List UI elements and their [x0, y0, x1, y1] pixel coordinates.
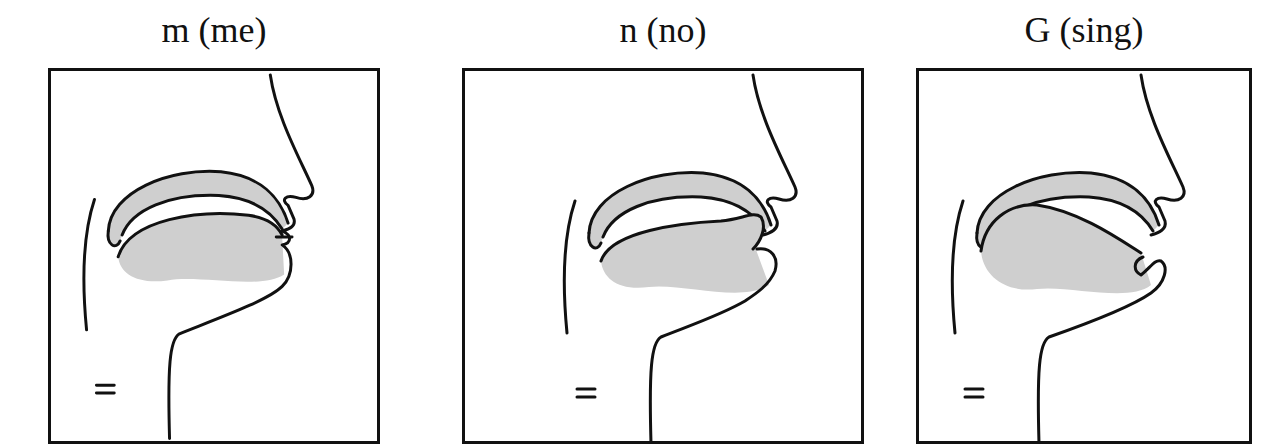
panel-heading: m (me) — [48, 0, 380, 52]
vocal-tract-m — [51, 71, 377, 441]
panel-frame — [916, 68, 1252, 444]
panel-heading: n (no) — [462, 0, 864, 52]
panel-heading: G (sing) — [916, 0, 1252, 52]
panel-frame — [462, 68, 864, 444]
articulation-panel: n (no) — [462, 0, 864, 444]
panel-frame — [48, 68, 380, 444]
vocal-tract-n — [465, 71, 861, 441]
vocal-tract-ng — [919, 71, 1249, 441]
articulation-panel: m (me) — [48, 0, 380, 444]
articulation-panel: G (sing) — [916, 0, 1252, 444]
